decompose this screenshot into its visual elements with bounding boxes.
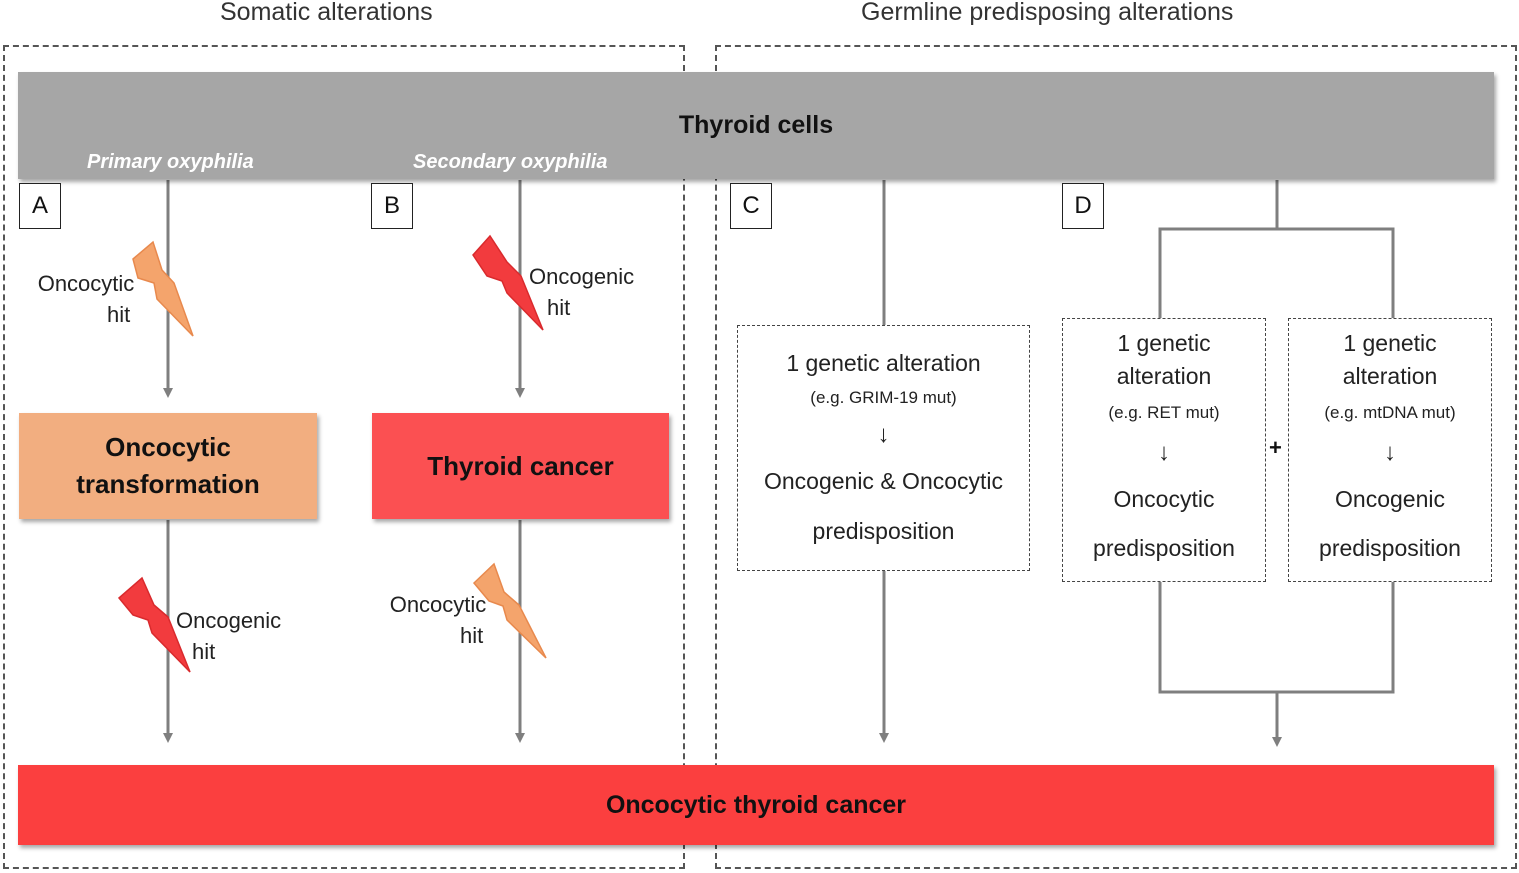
hit-label-line: Oncocytic (389, 592, 487, 617)
hit-label-line: hit (547, 295, 571, 320)
oncogenic-hit-label-b: Oncogenic hit (529, 261, 634, 323)
down-arrow-icon: ↓ (1384, 439, 1396, 466)
germline-section-title: Germline predisposing alterations (861, 0, 1234, 26)
box-label-line: transformation (76, 469, 260, 499)
oncocytic-hit-label-a: Oncocytic hit (33, 268, 139, 330)
hit-label-line: hit (460, 623, 484, 648)
predisposition-line: Oncogenic (1335, 486, 1445, 512)
down-arrow-icon: ↓ (1158, 439, 1170, 466)
hit-label-line: hit (192, 639, 216, 664)
oncogenic-bolt-a-icon (117, 576, 191, 673)
primary-oxyphilia-label: Primary oxyphilia (87, 151, 254, 173)
oncocytic-thyroid-cancer-label: Oncocytic thyroid cancer (605, 790, 907, 819)
alteration-title: 1 genetic (1117, 330, 1211, 356)
predisposition-line: predisposition (1093, 535, 1235, 561)
genetic-alteration-box-d-left: 1 genetic alteration (e.g. RET mut) ↓ On… (1062, 318, 1266, 582)
somatic-panel (3, 45, 685, 869)
bracket-d-join (1158, 582, 1395, 694)
predisposition-line: Oncogenic & Oncocytic (763, 468, 1004, 494)
oncocytic-transformation-box: Oncocytic transformation (19, 413, 317, 519)
thyroid-cancer-label: Thyroid cancer (427, 450, 614, 481)
alteration-example: (e.g. GRIM-19 mut) (810, 388, 957, 407)
thyroid-cancer-box: Thyroid cancer (372, 413, 669, 519)
alteration-example: (e.g. RET mut) (1108, 403, 1220, 422)
oncocytic-hit-label-b: Oncocytic hit (386, 589, 490, 651)
panel-label-a: A (19, 183, 61, 229)
plus-sign: + (1269, 435, 1282, 460)
oncogenic-bolt-b-icon (472, 234, 544, 331)
box-label-line: Oncocytic (105, 432, 231, 462)
predisposition-line: predisposition (812, 518, 955, 544)
oncocytic-thyroid-cancer-bar: Oncocytic thyroid cancer (18, 765, 1494, 845)
panel-label-c: C (730, 183, 772, 229)
secondary-oxyphilia-label: Secondary oxyphilia (413, 151, 608, 173)
alteration-title: 1 genetic alteration (786, 350, 981, 376)
oncocytic-bolt-b-icon (472, 562, 547, 659)
hit-label-line: Oncocytic (37, 271, 135, 296)
alteration-title: 1 genetic (1343, 330, 1437, 356)
alteration-title: alteration (1342, 363, 1438, 389)
thyroid-cells-label: Thyroid cells (678, 111, 834, 139)
genetic-alteration-box-d-right: 1 genetic alteration (e.g. mtDNA mut) ↓ … (1288, 318, 1492, 582)
panel-label-b: B (371, 183, 413, 229)
genetic-alteration-box-c: 1 genetic alteration (e.g. GRIM-19 mut) … (737, 325, 1030, 571)
alteration-example: (e.g. mtDNA mut) (1324, 403, 1456, 422)
hit-label-line: Oncogenic (529, 264, 635, 289)
predisposition-line: predisposition (1319, 535, 1461, 561)
hit-label-line: Oncogenic (176, 608, 282, 633)
oncogenic-hit-label-a: Oncogenic hit (176, 605, 281, 667)
down-arrow-icon: ↓ (877, 421, 890, 448)
thyroid-cells-bar: Thyroid cells (18, 72, 1494, 179)
predisposition-line: Oncocytic (1113, 486, 1215, 512)
hit-label-line: hit (107, 302, 131, 327)
bracket-d-split (1158, 227, 1395, 318)
somatic-section-title: Somatic alterations (220, 0, 433, 26)
alteration-title: alteration (1116, 363, 1212, 389)
panel-label-d: D (1062, 183, 1104, 229)
germline-panel (715, 45, 1517, 869)
oncocytic-bolt-a-icon (132, 240, 194, 337)
